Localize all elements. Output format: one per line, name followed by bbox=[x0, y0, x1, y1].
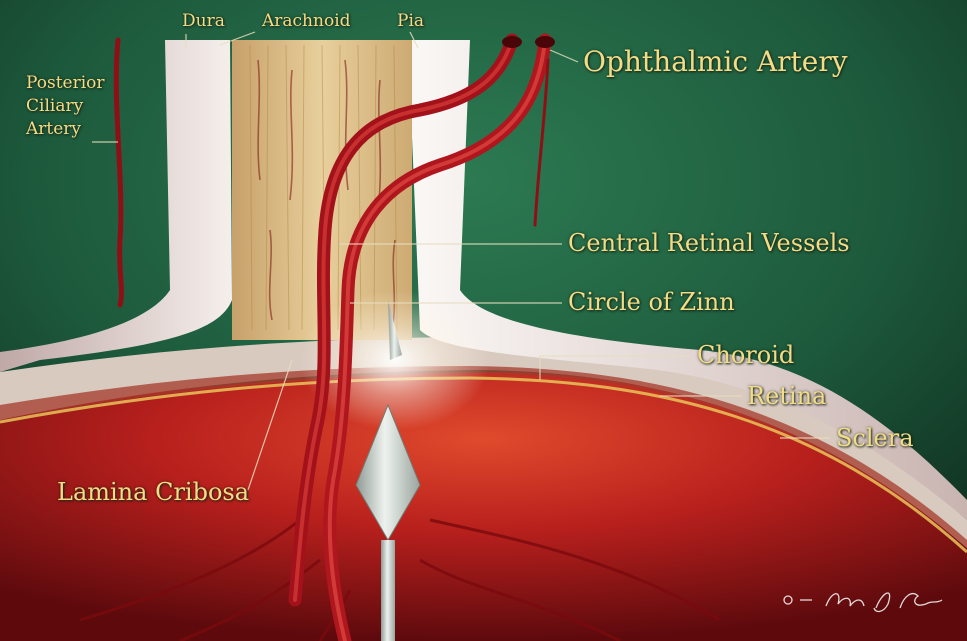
posterior-ciliary-artery-line-1: Posterior bbox=[26, 72, 105, 95]
pointer-shaft bbox=[381, 540, 395, 641]
ophthalmic-artery-label: Ophthalmic Artery bbox=[583, 48, 848, 76]
dura-label: Dura bbox=[182, 13, 225, 30]
posterior-ciliary-artery-line-2: Ciliary bbox=[26, 95, 105, 118]
posterior-ciliary-artery-line-3: Artery bbox=[26, 118, 105, 141]
sclera-label: Sclera bbox=[836, 426, 914, 450]
arachnoid-label: Arachnoid bbox=[262, 13, 351, 30]
posterior-ciliary-artery-label: Posterior Ciliary Artery bbox=[26, 72, 105, 141]
lamina-cribosa-label: Lamina Cribosa bbox=[57, 480, 249, 504]
retina-label: Retina bbox=[747, 384, 826, 408]
central-retinal-vessels-label: Central Retinal Vessels bbox=[568, 231, 850, 255]
choroid-label: Choroid bbox=[697, 343, 794, 367]
circle-of-zinn-label: Circle of Zinn bbox=[568, 290, 735, 314]
pia-label: Pia bbox=[397, 13, 424, 30]
